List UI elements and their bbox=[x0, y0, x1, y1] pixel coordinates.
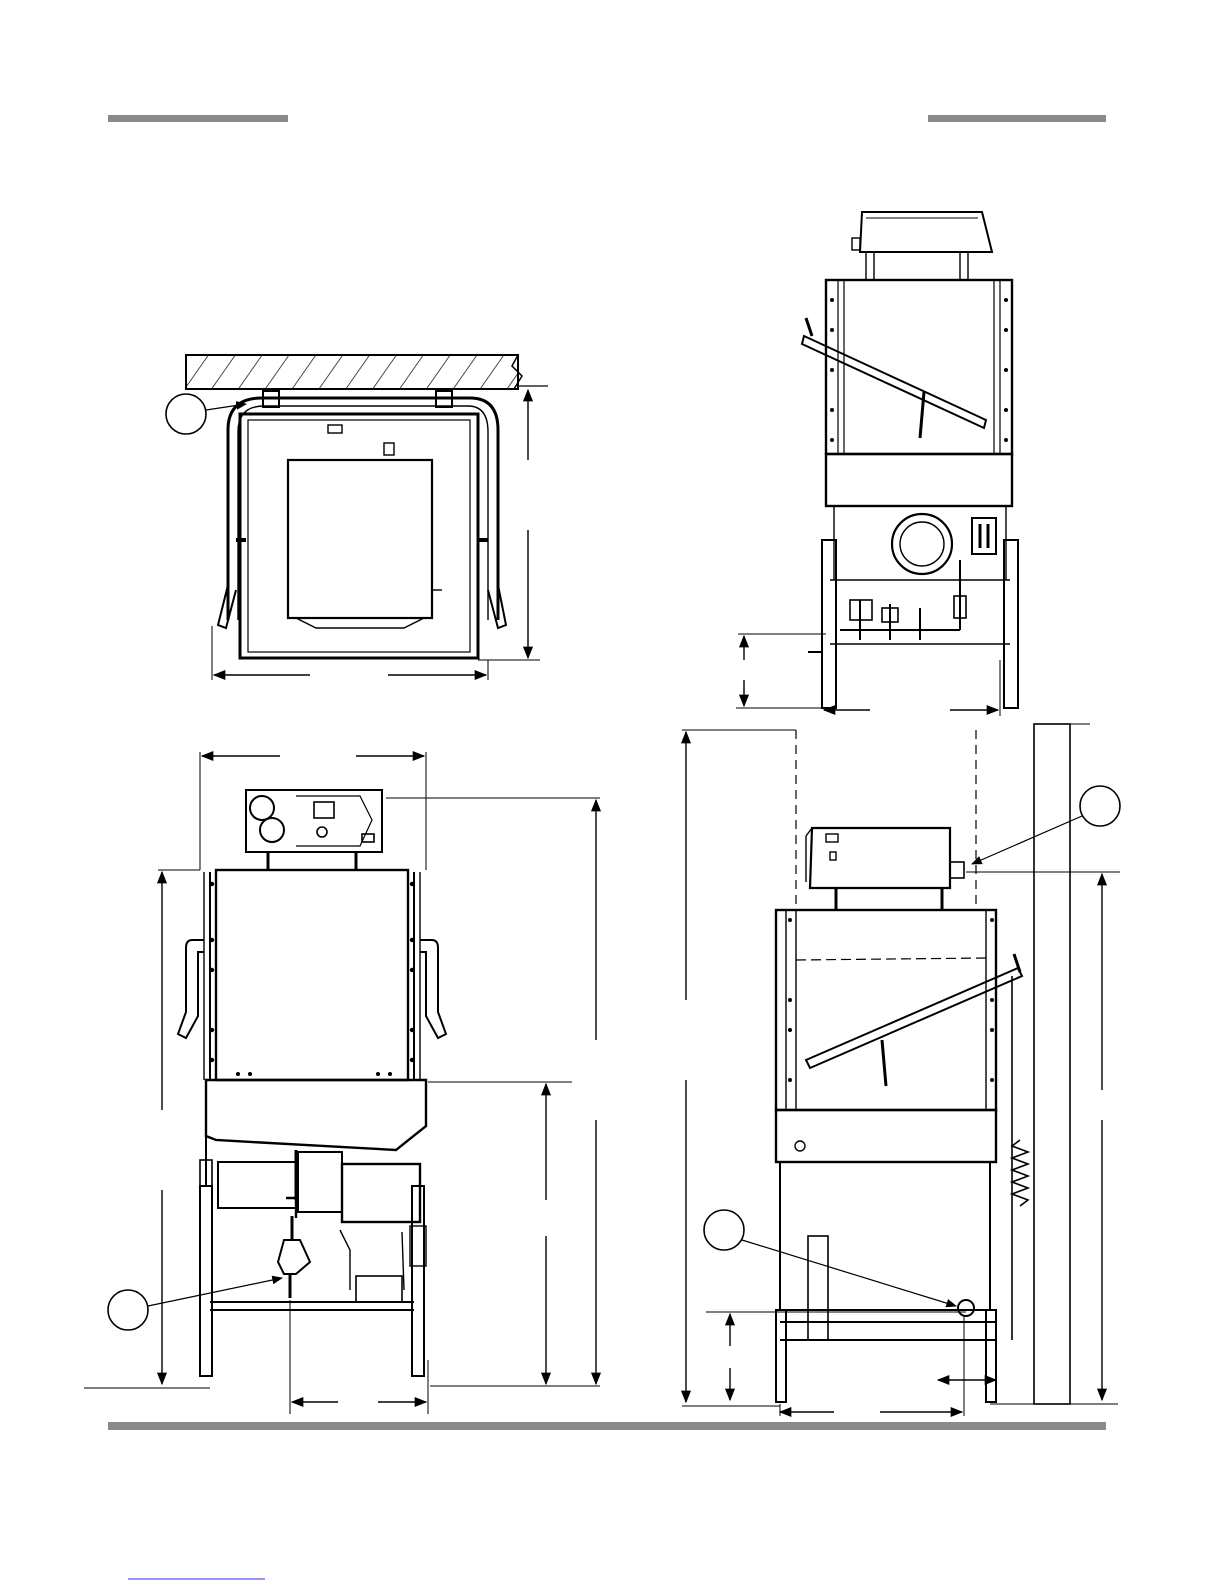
drain-fitting bbox=[958, 1300, 974, 1316]
gauge-right-icon bbox=[260, 818, 284, 842]
spring-coil bbox=[1012, 1140, 1028, 1206]
callout-front-view bbox=[108, 1290, 148, 1330]
valve-front bbox=[278, 1240, 310, 1274]
callout-side-view-upper bbox=[1080, 786, 1120, 826]
door-panel bbox=[288, 460, 432, 618]
footer-rule bbox=[108, 1422, 1106, 1430]
handle-right bbox=[420, 940, 446, 1038]
wall-side bbox=[1034, 724, 1070, 1404]
hood-front bbox=[216, 870, 408, 1080]
tub-rear bbox=[826, 454, 1012, 506]
top-view bbox=[166, 355, 548, 682]
motor-front bbox=[218, 1162, 298, 1208]
frame-tube bbox=[228, 398, 498, 620]
tub-side bbox=[776, 1110, 996, 1162]
wall-hatch bbox=[186, 355, 518, 389]
tub-front bbox=[206, 1080, 426, 1150]
callout-top-view bbox=[166, 394, 206, 434]
cabinet-outline bbox=[240, 414, 478, 658]
header-rule-right bbox=[928, 115, 1106, 122]
lift-handle-side bbox=[806, 968, 1022, 1068]
control-box-side bbox=[810, 828, 950, 888]
callout-side-view-lower bbox=[704, 1210, 744, 1250]
header-rule-left bbox=[108, 115, 288, 122]
motor-rear bbox=[892, 514, 952, 574]
gauge-left-icon bbox=[250, 796, 274, 820]
front-view bbox=[84, 749, 604, 1414]
handle-left bbox=[178, 940, 204, 1038]
rear-view bbox=[736, 212, 1018, 717]
side-view bbox=[678, 724, 1120, 1419]
lift-handle-rear bbox=[802, 336, 986, 428]
